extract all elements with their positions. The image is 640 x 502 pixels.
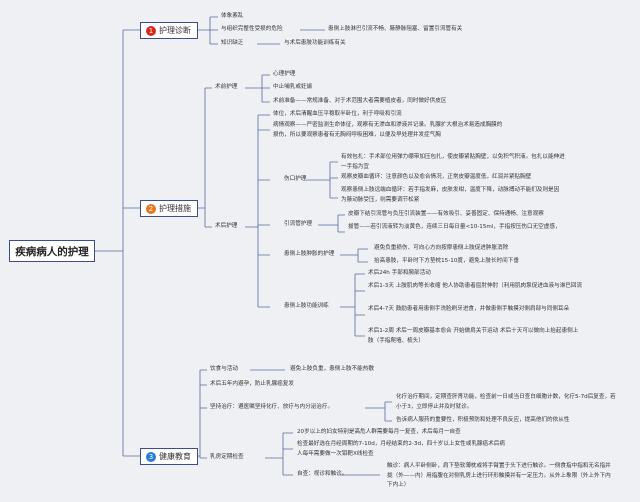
branch-education[interactable]: 3 健康教育	[140, 448, 198, 465]
node[interactable]: 触诊：病人平卧侧卧，肩下垫软薄枕或将手臂置于头下进行触诊。一侧食指中指和无名指并…	[387, 463, 611, 488]
node[interactable]: 与术后患肢功能训练有关	[284, 40, 346, 46]
node[interactable]: 病情观察——严密监测生命体征，观察有无渗血和渗液并记录。乳腺扩大根治术易造成胸膜…	[273, 122, 503, 138]
branch-label: 护理诊断	[159, 26, 191, 35]
number-badge-icon: 3	[146, 451, 156, 462]
node[interactable]: 术前护理	[215, 84, 238, 90]
node[interactable]: 观察皮瓣血循环：注意颜色以及愈合情况，正常皮瓣温度低，红润并紧贴胸壁	[341, 174, 532, 180]
node[interactable]: 体位，术后清醒血压平稳取半卧位，利于呼吸和引流	[273, 111, 402, 117]
node[interactable]: 20岁以上的妇女特别是高危人群需要每月一复查，术后每月一自查	[297, 429, 461, 435]
node[interactable]: 心理护理	[273, 71, 296, 77]
node[interactable]: 观察患侧上肢远端血循环：若手指发麻，皮肤发绀，温度下降，动脉搏动不能扪及则是因为…	[341, 187, 560, 203]
node[interactable]: 患侧上肢淋巴引流不畅、腋静脉阻塞、留置引流管有关	[328, 26, 463, 32]
node[interactable]: 与组织完整性受损的危险	[221, 26, 283, 32]
branch-label: 护理措施	[159, 204, 191, 213]
node[interactable]: 知识缺乏	[221, 40, 244, 46]
node[interactable]: 术后24h 手部和腕部活动	[368, 270, 431, 276]
node[interactable]: 伤口护理	[284, 176, 307, 182]
node[interactable]: 化疗治疗期间，定期查肝肾功能，检查前一日或当日查白细胞计数，化疗5-7d后复查，…	[396, 394, 616, 410]
node[interactable]: 患侧上肢肿胀的护理	[284, 251, 335, 257]
number-badge-icon: 1	[146, 25, 156, 36]
node[interactable]: 术后护理	[215, 223, 238, 229]
node[interactable]: 术后五年内避孕，防止乳腺癌复发	[210, 381, 294, 387]
node[interactable]: 体象紊乱	[221, 13, 244, 19]
branch-measures[interactable]: 2 护理措施	[140, 200, 198, 217]
root-node[interactable]: 疾病病人的护理	[9, 240, 95, 262]
node[interactable]: 术后4-7天 鼓励患者用患侧手洗脸刷牙进食，并做患侧手触摸对侧肩部与同侧耳朵	[368, 306, 570, 312]
node[interactable]: 抬高患肢，平卧时下方垫枕15-10度，避免上肢长时间下垂	[374, 258, 519, 264]
node[interactable]: 坚持治疗：遵医嘱坚持化疗、放疗与内分泌治疗。	[210, 404, 334, 410]
node[interactable]: 拔管——若引流液转为淡黄色，连续三日每日量<10-15ml，手指按压伤口无空虚感…	[348, 224, 561, 230]
node[interactable]: 自查：视诊和触诊。	[297, 471, 348, 477]
node[interactable]: 术后1-2周 术后一周皮瓣基本愈合 开始做肩关节运动 术后十天可以做向上抬起患侧…	[368, 328, 579, 344]
node[interactable]: 中止哺乳或妊娠	[273, 84, 313, 90]
node[interactable]: 术前准备——常规准备、对于术范围大者需要植皮者，同时做好供皮区	[273, 98, 447, 104]
branch-diagnosis[interactable]: 1 护理诊断	[140, 22, 198, 39]
node[interactable]: 乳房定期检查	[210, 454, 244, 460]
node[interactable]: 引流管护理	[284, 221, 312, 227]
node[interactable]: 检查最好选在月经周期的7-10d，月经结束的2-3d，四十岁以上女性或乳腺癌术后…	[297, 441, 505, 457]
node[interactable]: 术后1-3天 上肢肌肉等长收缩 他人协助患者屈肘伸肘（利用肌肉泵促进血液与淋巴回…	[368, 283, 583, 289]
node[interactable]: 饮食与活动	[210, 366, 238, 372]
number-badge-icon: 2	[146, 203, 156, 214]
node[interactable]: 避免负重损伤、可向心方向按摩患侧上肢促进肿胀消除	[374, 245, 509, 251]
node[interactable]: 有效包扎：手术部位用弹力绷带加压包扎，使皮瓣紧贴胸壁，以免积气积液。包扎以能伸进…	[341, 154, 565, 170]
node[interactable]: 患侧上肢功能训练	[284, 303, 329, 309]
branch-label: 健康教育	[159, 452, 191, 461]
node[interactable]: 避免上肢负重，患侧上肢不能热敷	[290, 366, 374, 372]
node[interactable]: 皮瓣下结引流管与负压引流装置——有效吸引、妥善固定、保持通畅、注意观察	[348, 211, 544, 217]
node[interactable]: 告诉病人服药的重要性，积极预防和处理不良反应，提高他们的依从性	[396, 417, 570, 423]
